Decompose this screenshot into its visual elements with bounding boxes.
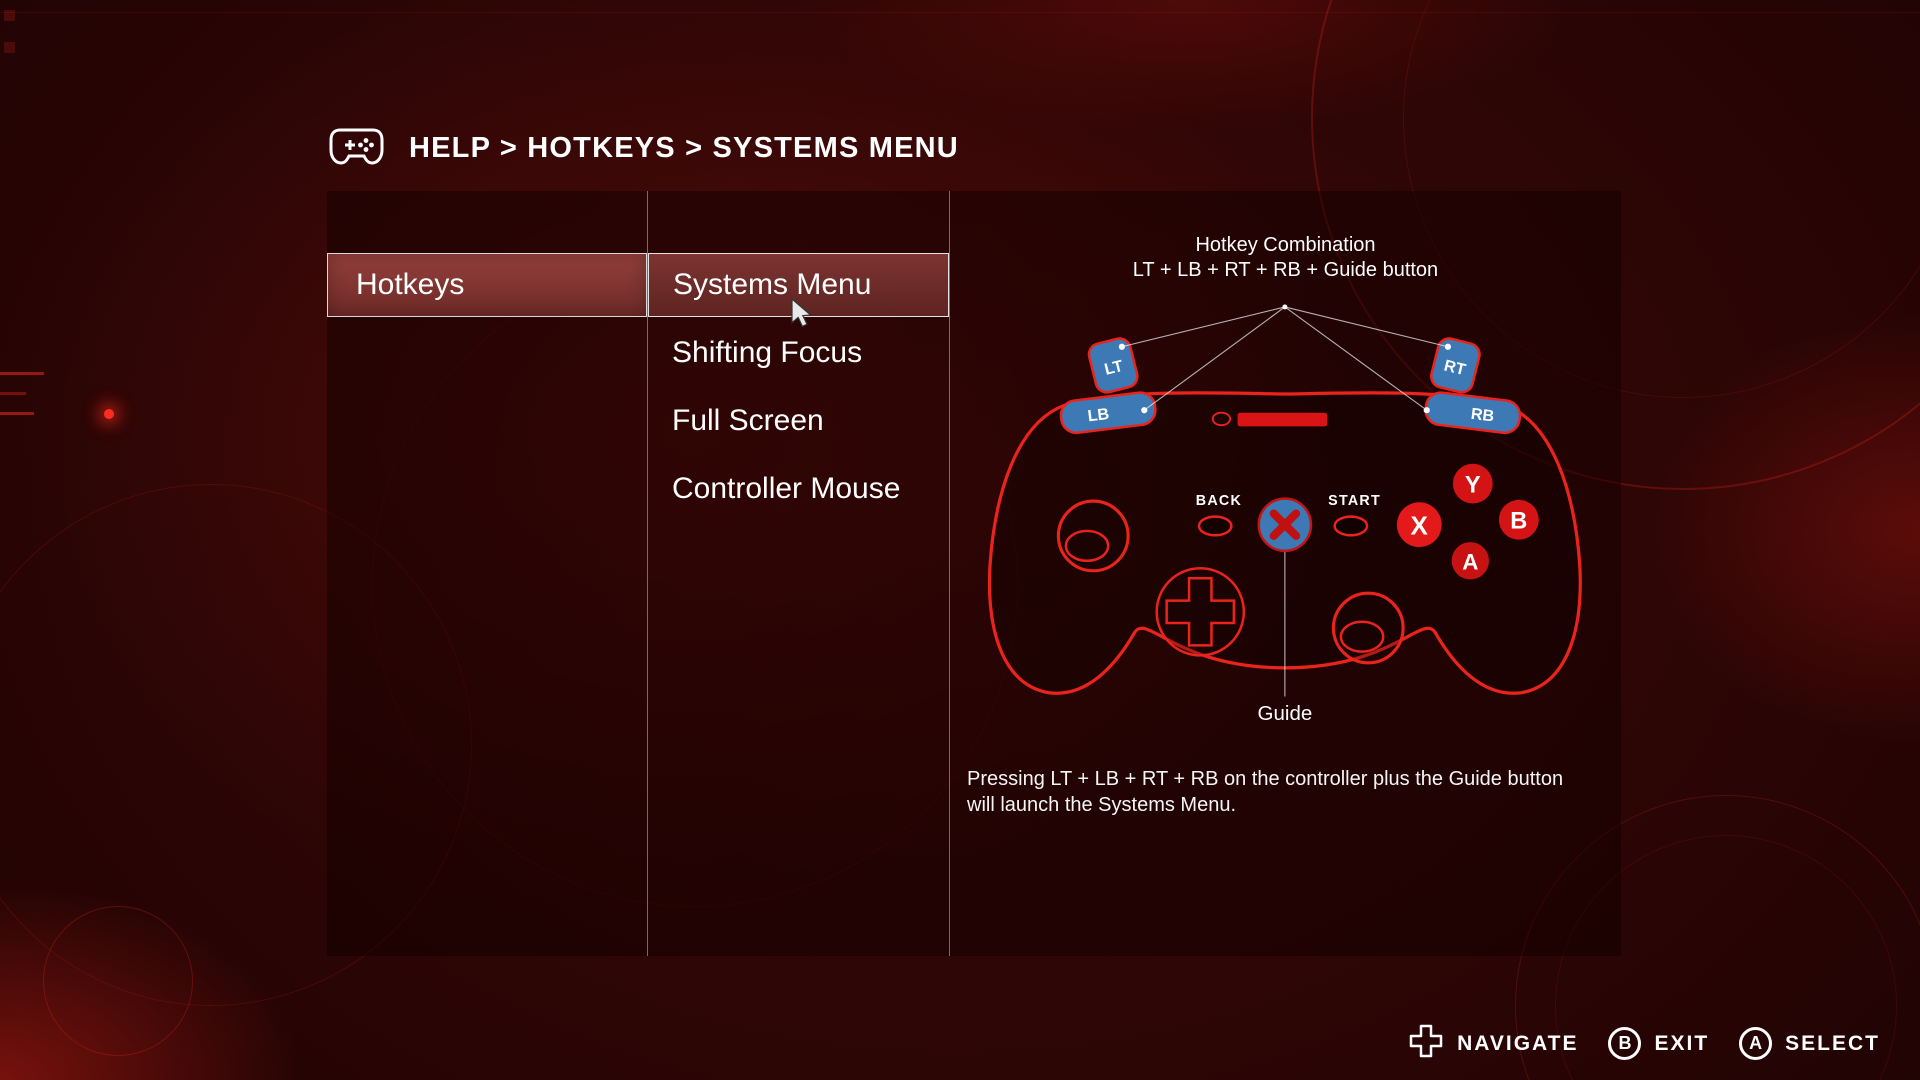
b-button: B: [1498, 499, 1539, 540]
combo-line-dots: [1118, 304, 1452, 414]
right-stick: [1331, 591, 1405, 665]
description-line-1: Pressing LT + LB + RT + RB on the contro…: [967, 768, 1564, 790]
port-detail: [1211, 411, 1232, 427]
svg-text:B: B: [1510, 508, 1527, 534]
gamepad-icon: [328, 121, 385, 176]
exit-label: EXIT: [1654, 1031, 1710, 1055]
svg-text:BACK: BACK: [1196, 493, 1242, 509]
mouse-cursor: [791, 297, 817, 333]
svg-text:X: X: [1411, 511, 1429, 541]
breadcrumb: HELP > HOTKEYS > SYSTEMS MENU: [409, 131, 959, 164]
back-button: BACK: [1196, 493, 1242, 537]
rt-button: RT: [1429, 337, 1481, 394]
menu-item-label: Systems Menu: [673, 268, 872, 301]
b-key-icon: B: [1608, 1027, 1642, 1060]
navigate-hint[interactable]: NAVIGATE: [1408, 1023, 1578, 1064]
svg-text:LT: LT: [1103, 357, 1125, 379]
combo-fan-lines: [1121, 306, 1449, 411]
svg-text:A: A: [1462, 550, 1478, 575]
navigate-label: NAVIGATE: [1457, 1031, 1579, 1055]
menu-item-label: Shifting Focus: [672, 336, 863, 369]
description: Pressing LT + LB + RT + RB on the contro…: [967, 766, 1597, 818]
lb-button: LB: [1059, 391, 1157, 435]
menu-item-controller-mouse[interactable]: Controller Mouse: [648, 457, 949, 521]
exit-hint[interactable]: B EXIT: [1608, 1027, 1709, 1060]
svg-text:RB: RB: [1470, 405, 1495, 426]
svg-text:LB: LB: [1087, 405, 1111, 425]
combo-title: Hotkey Combination: [1195, 234, 1376, 256]
guide-button: [1257, 497, 1313, 553]
menu-item-label: Full Screen: [672, 404, 824, 437]
controller-diagram: BACK START Y B X: [987, 304, 1582, 725]
light-bar: [1237, 412, 1328, 427]
select-label: SELECT: [1785, 1031, 1880, 1055]
dpad-icon: [1408, 1023, 1444, 1064]
a-key-icon: A: [1739, 1027, 1773, 1060]
svg-text:Y: Y: [1465, 472, 1481, 498]
dpad: [1155, 567, 1246, 657]
select-hint[interactable]: A SELECT: [1739, 1027, 1880, 1060]
start-button: START: [1328, 493, 1381, 537]
y-button: Y: [1452, 463, 1493, 504]
menu-item-shifting-focus[interactable]: Shifting Focus: [648, 321, 949, 385]
lt-button: LT: [1087, 337, 1139, 394]
menu-category-hotkeys[interactable]: Hotkeys: [327, 253, 647, 317]
menu-item-label: Controller Mouse: [672, 472, 901, 505]
guide-label: Guide: [1258, 702, 1313, 725]
description-line-2: will launch the Systems Menu.: [967, 794, 1237, 816]
svg-text:START: START: [1328, 493, 1381, 509]
menu-item-full-screen[interactable]: Full Screen: [648, 389, 949, 453]
page-header: HELP > HOTKEYS > SYSTEMS MENU: [328, 122, 959, 174]
footer-hints: NAVIGATE B EXIT A SELECT: [1378, 1023, 1880, 1064]
combo-heading: Hotkey Combination LT + LB + RT + RB + G…: [950, 233, 1621, 283]
menu-category-label: Hotkeys: [356, 268, 465, 301]
svg-text:RT: RT: [1442, 356, 1467, 379]
combo-keys: LT + LB + RT + RB + Guide button: [1132, 259, 1439, 281]
left-stick: [1056, 499, 1130, 573]
content-panel: Hotkeys Systems Menu Shifting Focus Full…: [327, 191, 1621, 956]
category-column: Hotkeys: [327, 191, 647, 956]
a-button: A: [1451, 542, 1489, 580]
x-button: X: [1396, 502, 1442, 548]
detail-column: Hotkey Combination LT + LB + RT + RB + G…: [950, 191, 1621, 956]
rb-button: RB: [1424, 391, 1522, 435]
items-column: Systems Menu Shifting Focus Full Screen …: [647, 191, 950, 956]
